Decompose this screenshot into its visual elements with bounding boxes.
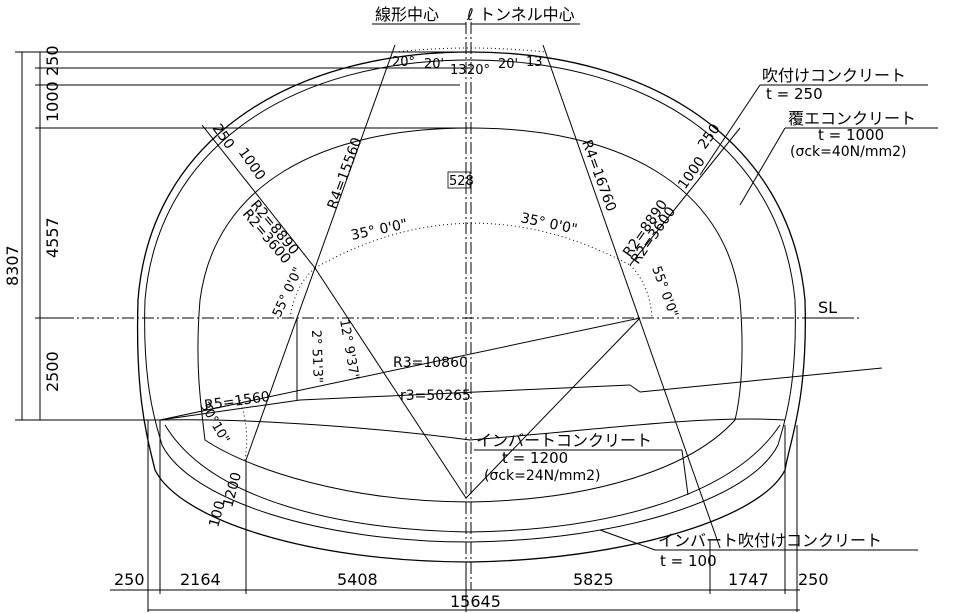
r3-label: R3=10860 [393, 355, 468, 371]
lining-leader [739, 127, 786, 206]
lining-inner-outline [197, 127, 743, 503]
crown-angle-left-c: 13 [450, 63, 467, 78]
r3small-line [299, 384, 631, 401]
bottom-dim-5408: 5408 [337, 570, 378, 589]
r2-right-line [629, 127, 741, 266]
left-dim-1000: 1000 [43, 81, 62, 122]
bottom-dim-250-left: 250 [114, 570, 145, 589]
angle-55-right: 55° 0'0" [648, 264, 680, 319]
lining-strength: (σck=40N/mm2) [790, 144, 907, 160]
left-dim-4557: 4557 [43, 217, 62, 258]
arc-55-right [629, 264, 653, 319]
thk-250-right: 250 [695, 121, 723, 152]
dim-528: 528 [449, 174, 474, 189]
bottom-dim-total: 15645 [450, 592, 501, 611]
lining-thickness: t = 1000 [818, 126, 884, 144]
crown-angle-left-a: 20° [392, 55, 415, 70]
shotcrete-thickness: t = 250 [766, 85, 823, 103]
lining-outer-outline [144, 59, 796, 543]
r3small-zigzag [629, 384, 641, 393]
r4-left-line [245, 44, 396, 461]
bottom-dim-2164: 2164 [180, 570, 221, 589]
crown-angle-right-b: 20' [498, 57, 518, 72]
invert-bottom-curve [164, 424, 781, 533]
crown-angle-right-c: 13 [526, 55, 543, 70]
r3-right-diag [465, 317, 641, 499]
lining-title: 覆エコンクリート [788, 109, 916, 128]
springline-label: SL [818, 298, 837, 317]
invert-shotcrete-thickness: t = 100 [660, 552, 717, 570]
crown-angle-right-a: 20° [467, 63, 490, 78]
r2-left-line [201, 124, 316, 269]
angle-12: 12° 9'37" [336, 318, 361, 381]
r3-small-label: r3=50265 [400, 388, 471, 404]
invert-shotcrete-title: インバート吹付けコンクリート [658, 531, 882, 550]
angle-2: 2° 51'3" [308, 330, 325, 384]
shotcrete-title: 吹付けコンクリート [762, 66, 906, 85]
r3small-extension [639, 367, 883, 393]
left-dim-250: 250 [43, 45, 62, 76]
r4-left-label: R4=15560 [325, 136, 366, 212]
invert-top-line [159, 418, 786, 441]
arc-35-degrees [314, 222, 631, 269]
bottom-dim-250-right: 250 [798, 570, 829, 589]
left-dim-2500: 2500 [43, 351, 62, 392]
bottom-dim-5825: 5825 [573, 570, 614, 589]
invert-shotcrete-leader [599, 529, 656, 551]
thk-250-left: 250 [209, 121, 237, 152]
tunnel-center-label: トンネル中心 [479, 5, 575, 24]
angle-55-left: 55° 0'0" [270, 265, 306, 320]
invert-title: インバートコンクリート [476, 431, 652, 450]
r5-line [159, 399, 301, 421]
bottom-dim-1747: 1747 [728, 570, 769, 589]
invert-leader [681, 449, 689, 496]
thk-1000-left: 1000 [235, 145, 269, 183]
r3-left-diag [314, 267, 467, 499]
dim-528-box [447, 171, 471, 189]
crown-angle-left-b: 20' [424, 57, 444, 72]
crown-angle-arc [394, 47, 546, 53]
angle-35-right: 35° 0'0" [519, 210, 578, 238]
arc-small-left [239, 399, 248, 461]
angle-35-left: 35° 0'0" [350, 216, 409, 244]
tunnel-center-symbol: ℓ [466, 5, 474, 24]
alignment-center-label: 線形中心 [375, 5, 439, 24]
left-dim-8307: 8307 [3, 245, 22, 286]
shotcrete-leader [699, 84, 761, 176]
outer-shotcrete-outline [136, 51, 806, 563]
invert-strength: (σck=24N/mm2) [484, 468, 601, 484]
arc-55-left [289, 267, 316, 319]
r4-right-line [542, 44, 721, 549]
invert-thickness: t = 1200 [502, 449, 568, 467]
r3-line [159, 317, 641, 421]
thk-100-left: 100 [206, 499, 228, 529]
